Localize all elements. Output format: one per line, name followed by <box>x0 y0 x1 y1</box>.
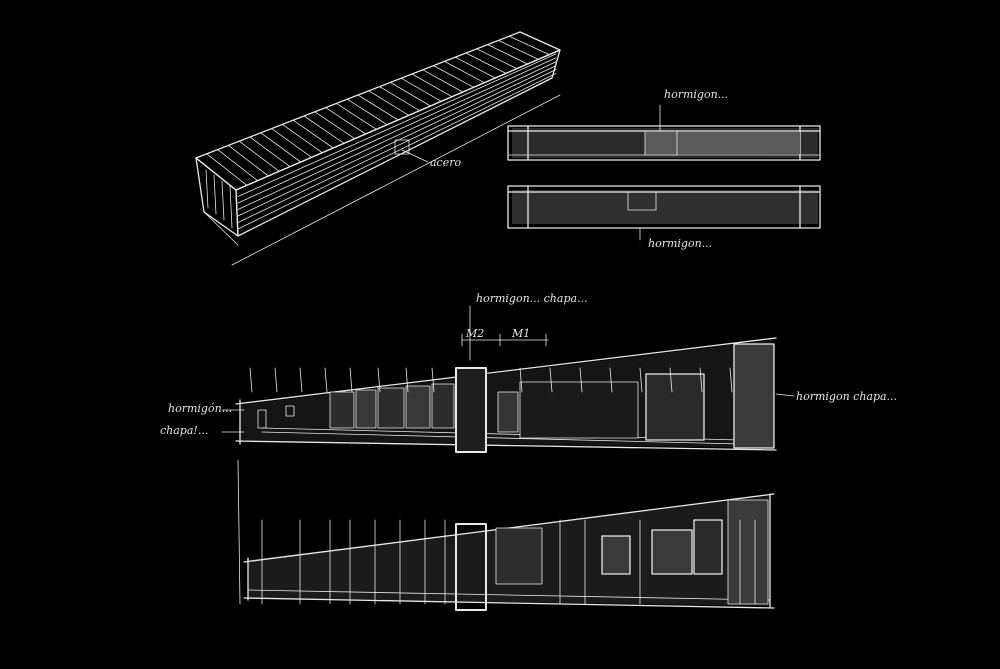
roof-rib-line <box>271 128 313 158</box>
facade-line <box>237 61 557 210</box>
grid-tick <box>579 367 583 393</box>
roof-rib-line <box>454 56 496 79</box>
roof-rib-line <box>443 61 485 84</box>
plan-view: M2 M1 hormigon... chapa... hormigón... c… <box>160 292 897 605</box>
grid-tick <box>349 367 353 393</box>
facade-line <box>237 65 557 217</box>
grid-tick <box>274 367 278 393</box>
module-m2-label: M2 <box>465 327 484 340</box>
grid-tick <box>249 367 253 393</box>
roof-rib-line <box>217 149 259 182</box>
roof-rib-line <box>249 136 291 168</box>
grid-tick <box>519 367 523 393</box>
structural-grid-ticks <box>249 367 733 393</box>
roof-rib-line <box>433 65 475 88</box>
roof-rib-line <box>335 103 377 130</box>
plan-left-note-2: chapa!... <box>160 424 208 437</box>
grid-tick <box>431 367 435 393</box>
facade-line <box>237 73 557 230</box>
plan-top-note: hormigon... chapa... <box>476 292 588 305</box>
grid-tick <box>729 367 733 393</box>
grid-tick <box>299 367 303 393</box>
roof-rib-line <box>281 124 323 154</box>
grid-tick <box>549 367 553 393</box>
roof-rib-line <box>497 40 539 60</box>
section-bottom-note: hormigon... <box>648 237 712 250</box>
facade-line <box>237 53 557 197</box>
roof-rib-line <box>346 98 388 126</box>
grid-tick <box>669 367 673 393</box>
plan-right-note: hormigon chapa... <box>796 390 897 403</box>
elevation-vertical-lines <box>261 519 756 605</box>
roof-rib-line <box>508 35 550 56</box>
roof-rib-line <box>379 86 421 112</box>
roof-rib-line <box>422 69 464 93</box>
roof-rib-line <box>487 44 528 65</box>
roof-rib-line <box>465 52 507 74</box>
roof-rib-line <box>238 140 280 172</box>
section-bottom: hormigon... <box>507 185 821 250</box>
grid-tick <box>377 367 381 393</box>
roof-rib-line <box>411 73 453 98</box>
facade-hatching <box>237 53 557 230</box>
roof-rib-line <box>368 90 410 116</box>
perspective-note: acero <box>430 156 461 169</box>
grid-tick <box>609 367 613 393</box>
grid-tick <box>324 367 328 393</box>
roof-rib-line <box>292 119 334 149</box>
roof-rib-line <box>227 144 269 177</box>
roof-rib-line <box>206 153 248 186</box>
roof-rib-line <box>303 115 345 144</box>
grid-tick <box>699 367 703 393</box>
roof-rib-line <box>260 132 302 163</box>
roof-rib-line <box>400 77 442 102</box>
section-top-note: hormigon... <box>664 88 728 101</box>
roof-rib-line <box>195 157 237 191</box>
roof-rib-line <box>476 48 518 70</box>
plan-left-note-1: hormigón... <box>168 402 232 415</box>
roof-rib-line <box>357 94 399 121</box>
perspective-sketch: acero <box>195 31 561 266</box>
roof-rib-line <box>314 111 356 140</box>
roof-rib-line <box>519 31 561 51</box>
grid-tick <box>639 367 643 393</box>
elevation-view <box>243 493 775 611</box>
roof-ribs <box>195 31 561 191</box>
facade-line <box>237 69 557 223</box>
grid-tick <box>405 367 409 393</box>
roof-rib-line <box>325 107 367 135</box>
module-m1-label: M1 <box>511 327 530 340</box>
roof-rib-line <box>389 82 431 107</box>
section-top: hormigon... <box>507 88 821 161</box>
facade-line <box>237 57 557 204</box>
